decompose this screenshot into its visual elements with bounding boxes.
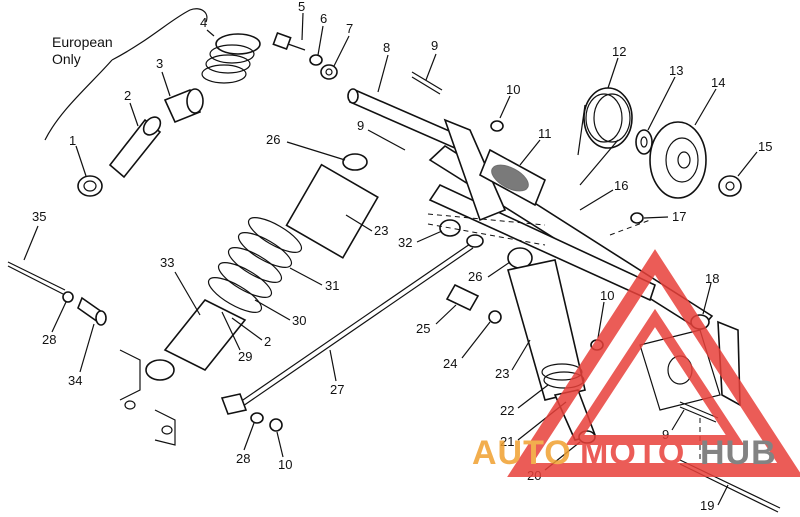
callout-24: 24 <box>443 356 457 371</box>
part-4-spring <box>201 33 261 84</box>
callout-27: 27 <box>330 382 344 397</box>
note-line-2: Only <box>52 51 81 67</box>
callout-10: 10 <box>506 82 520 97</box>
callout-21: 21 <box>500 434 514 449</box>
callout-9-b: 9 <box>357 118 364 133</box>
part-25-bushing <box>445 283 480 312</box>
callout-32: 32 <box>398 235 412 250</box>
european-only-note: European Only <box>44 8 208 141</box>
callout-26-a: 26 <box>266 132 280 147</box>
note-line-1: European <box>52 34 113 50</box>
part-11-sleeve <box>478 148 547 207</box>
callout-33: 33 <box>160 255 174 270</box>
part-27-rod <box>239 243 474 407</box>
callouts: 1 2 3 4 5 6 7 8 9 10 11 12 13 14 15 16 1… <box>23 0 772 513</box>
callout-1: 1 <box>69 133 76 148</box>
part-17-nut <box>630 212 644 224</box>
left-shock-absorber <box>145 153 379 381</box>
part-12-torsion-spring <box>577 87 633 186</box>
callout-23-b: 23 <box>495 366 509 381</box>
callout-4: 4 <box>200 15 207 30</box>
watermark-text-auto: AUTO <box>472 434 572 472</box>
callout-11: 11 <box>538 126 552 141</box>
callout-23-a: 23 <box>374 223 388 238</box>
callout-29: 29 <box>238 349 252 364</box>
callout-34: 34 <box>68 373 82 388</box>
part-10-nut-upper <box>490 120 504 132</box>
callout-35: 35 <box>32 209 46 224</box>
part-3-collar <box>163 88 204 124</box>
part-2-damper-body <box>108 116 162 179</box>
part-7-washer <box>320 64 338 80</box>
callout-28-a: 28 <box>42 332 56 347</box>
callout-2-b: 2 <box>264 334 271 349</box>
callout-9-c: 9 <box>662 427 669 442</box>
callout-25: 25 <box>416 321 430 336</box>
part-32-rod-end <box>439 219 484 248</box>
callout-19: 19 <box>700 498 714 513</box>
rod-lower-end <box>220 393 283 432</box>
part-9-bolt-lower <box>679 401 719 423</box>
mount-brackets-left <box>119 349 176 446</box>
part-24-washer <box>488 310 502 324</box>
callout-31: 31 <box>325 278 339 293</box>
callout-10-b: 10 <box>600 288 614 303</box>
watermark-triangle-icon <box>507 249 800 477</box>
part-14-wheel <box>649 121 707 199</box>
note-bracket-top <box>111 8 208 61</box>
callout-10-c: 10 <box>278 457 292 472</box>
part-28-washer-left <box>62 291 74 303</box>
callout-28-b: 28 <box>236 451 250 466</box>
part-6-washer <box>309 54 323 66</box>
callout-3: 3 <box>156 56 163 71</box>
callout-12: 12 <box>612 44 626 59</box>
callout-6: 6 <box>320 11 327 26</box>
watermark-logo: AUTO MOTO HUB <box>472 249 800 477</box>
callout-13: 13 <box>669 63 683 78</box>
callout-22: 22 <box>500 403 514 418</box>
part-34-bushing <box>77 296 107 326</box>
part-5-bolt <box>272 31 306 51</box>
callout-5: 5 <box>298 0 305 14</box>
callout-15: 15 <box>758 139 772 154</box>
watermark-text-hub: HUB <box>700 434 777 472</box>
callout-7: 7 <box>346 21 353 36</box>
part-13-washer <box>635 129 653 155</box>
watermark-text-moto: MOTO <box>580 434 685 472</box>
part-9-bolt-upper <box>411 71 443 95</box>
callout-30: 30 <box>292 313 306 328</box>
part-15-nut <box>718 175 742 197</box>
part-35-bolt <box>7 261 66 295</box>
callout-26-b: 26 <box>468 269 482 284</box>
callout-16: 16 <box>614 178 628 193</box>
callout-17: 17 <box>672 209 686 224</box>
callout-9: 9 <box>431 38 438 53</box>
callout-14: 14 <box>711 75 725 90</box>
callout-2: 2 <box>124 88 131 103</box>
callout-8: 8 <box>383 40 390 55</box>
part-8-shaft <box>347 88 472 154</box>
note-bracket-bottom <box>44 59 113 141</box>
part-1-nut <box>77 175 103 197</box>
callout-18: 18 <box>705 271 719 286</box>
